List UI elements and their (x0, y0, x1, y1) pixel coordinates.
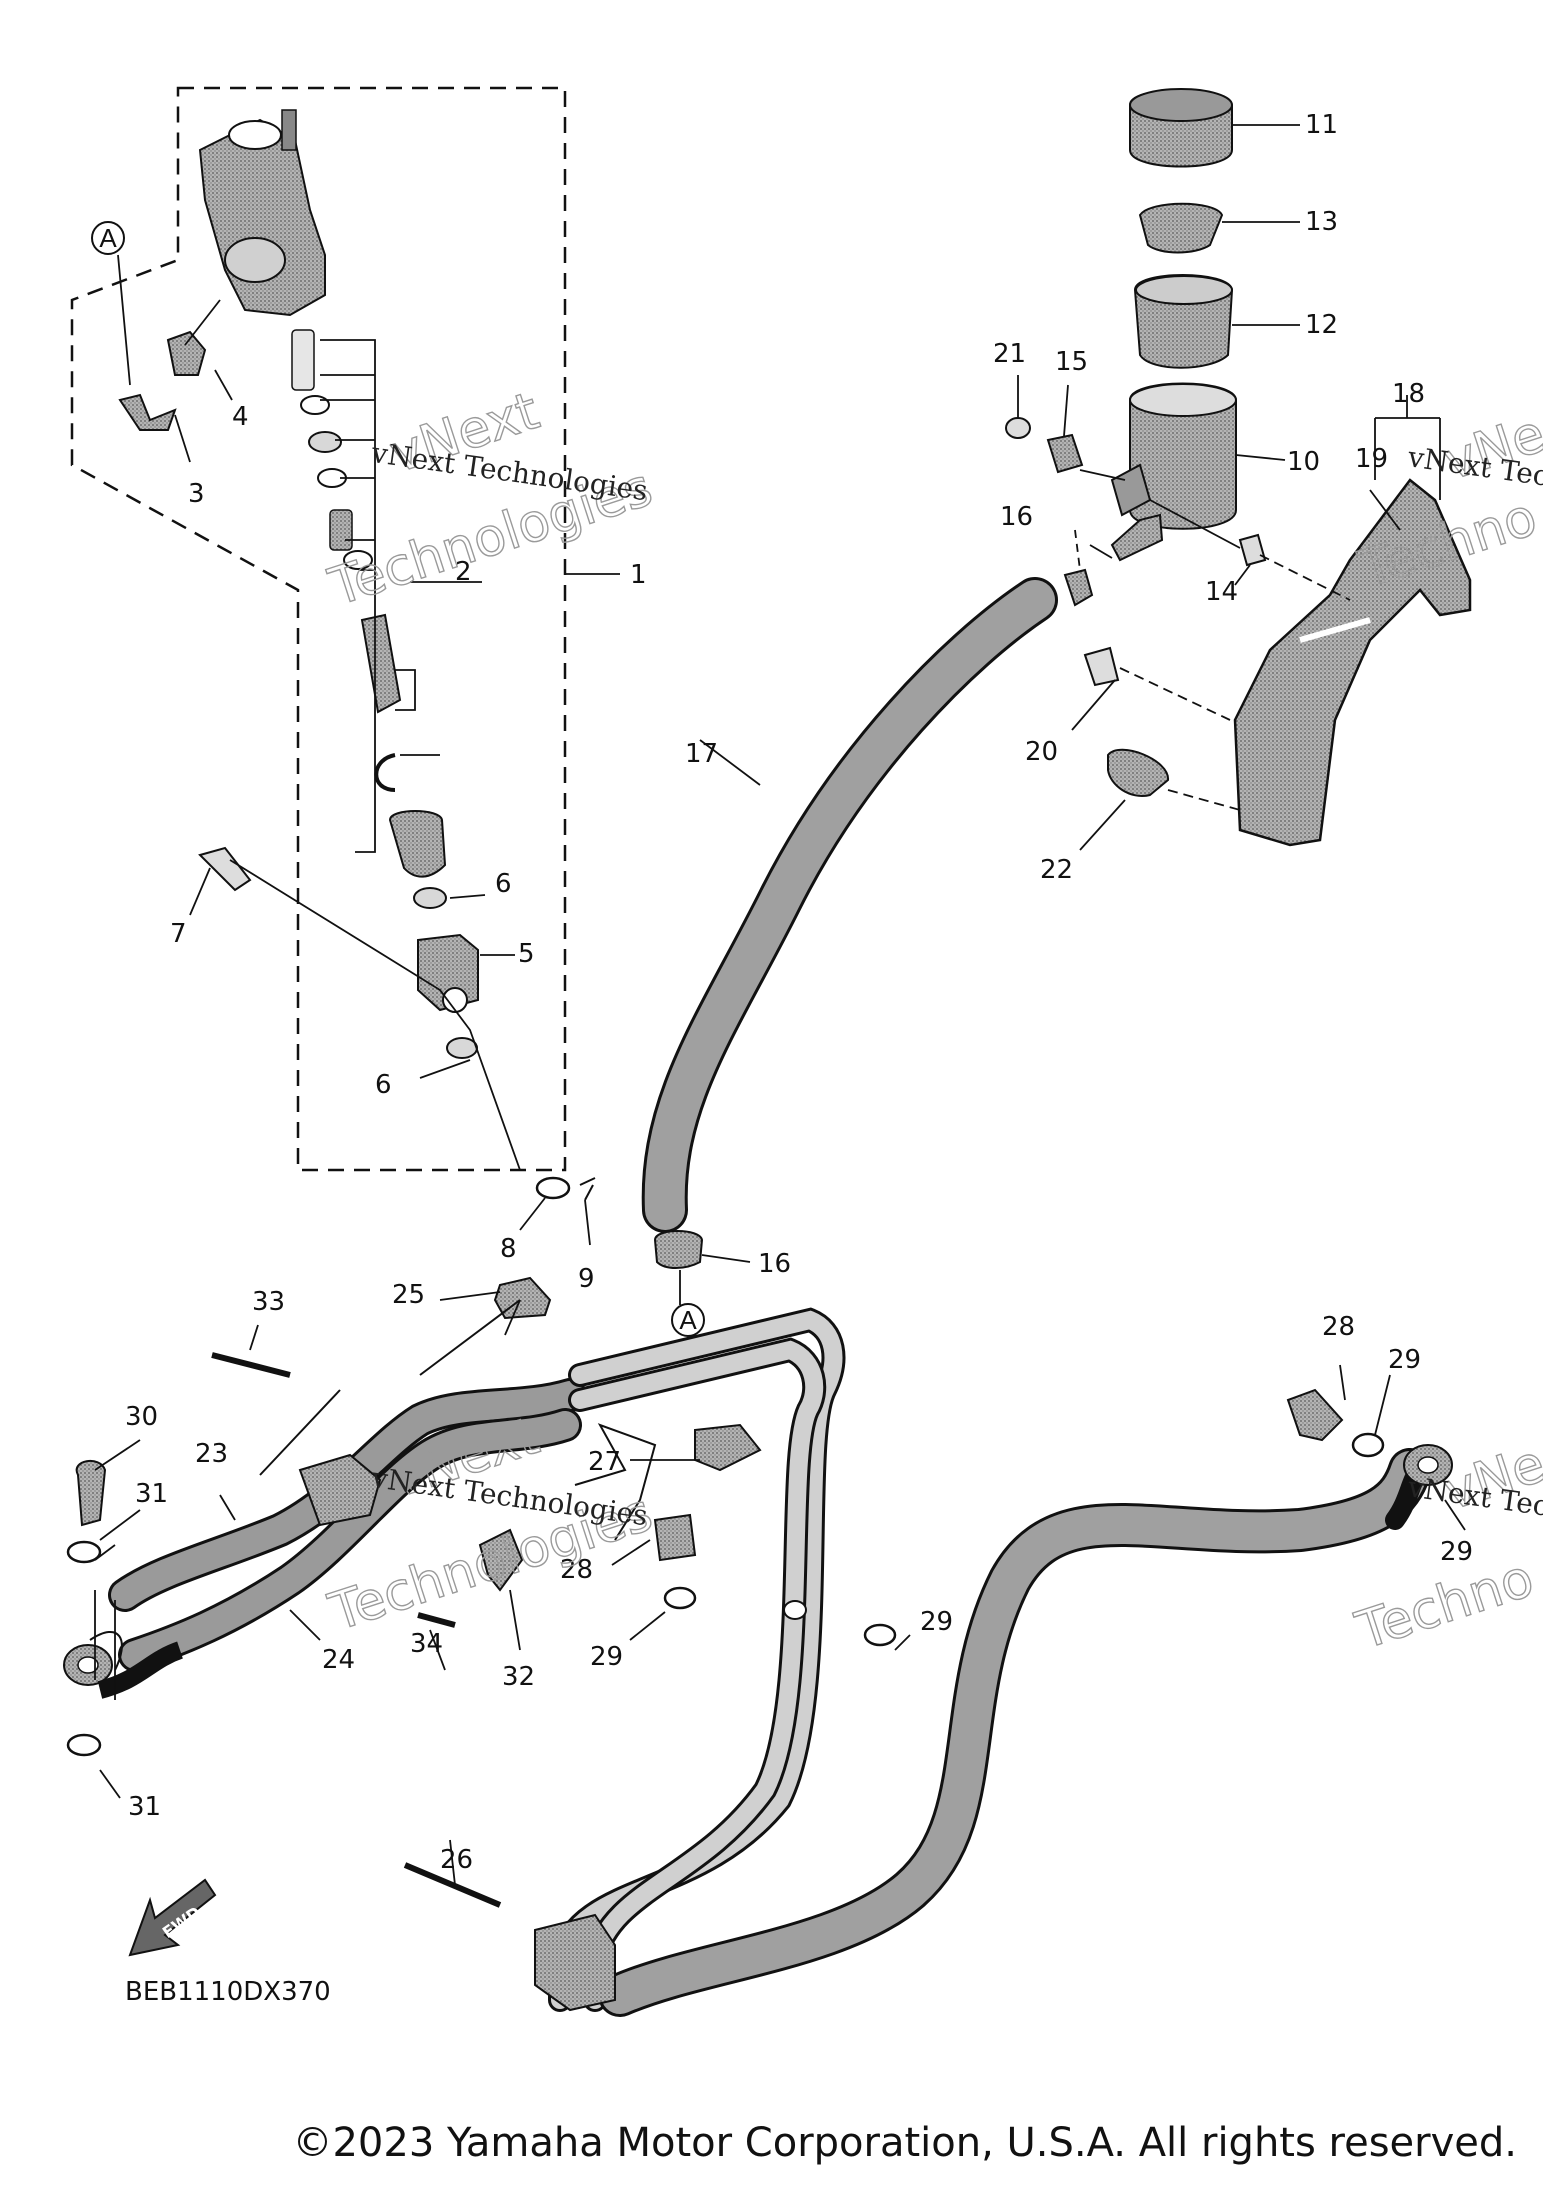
joint-block (417, 933, 479, 1059)
part-label: 29 (920, 1607, 953, 1637)
part-label: 2 (455, 557, 472, 587)
part-label: 17 (685, 739, 718, 769)
part-label: 21 (993, 339, 1026, 369)
part-label: 4 (232, 402, 249, 432)
brake-line-upper (108, 1307, 846, 2012)
diaphragm-13 (1138, 202, 1224, 254)
part-label: 29 (590, 1642, 623, 1672)
part-label: 13 (1305, 207, 1338, 237)
reservoir-hose-17 (641, 577, 1058, 1233)
banjo-fittings (63, 1444, 1453, 1699)
part-label: 11 (1305, 110, 1338, 140)
copyright-footer: ©2023 Yamaha Motor Corporation, U.S.A. A… (0, 2120, 1543, 2180)
view-reference-a-upper: A (91, 221, 125, 255)
part-label: 16 (758, 1249, 791, 1279)
forward-arrow-icon: FWD (128, 1878, 217, 1957)
part-label: 19 (1355, 444, 1388, 474)
view-reference-a-lower: A (671, 1303, 705, 1337)
svg-text:A: A (99, 223, 117, 253)
part-label: 16 (1000, 502, 1033, 532)
part-label: 12 (1305, 310, 1338, 340)
part-label: 10 (1287, 447, 1320, 477)
hose-clamp-16-lower (653, 1230, 751, 1305)
part-label: 23 (195, 1439, 228, 1469)
part-label: 34 (410, 1629, 443, 1659)
reservoir-bracket (1233, 478, 1472, 847)
master-cylinder-body (198, 109, 326, 317)
part-label: 7 (170, 919, 187, 949)
copyright-text: ©2023 Yamaha Motor Corporation, U.S.A. A… (292, 2120, 1517, 2166)
part-label: 28 (560, 1555, 593, 1585)
part-label: 27 (588, 1447, 621, 1477)
part-label: 31 (135, 1479, 168, 1509)
brake-line-leaders (94, 1291, 1466, 1886)
pushrod-part-3 (118, 393, 177, 431)
bolts-and-washers (66, 1352, 1385, 1908)
part-label: 3 (188, 479, 205, 509)
plate-12 (1133, 274, 1234, 369)
part-label: 14 (1205, 577, 1238, 607)
part-label: 29 (1388, 1345, 1421, 1375)
part-label: 15 (1055, 347, 1088, 377)
part-label: 22 (1040, 855, 1073, 885)
part-label: 30 (125, 1402, 158, 1432)
leader-lines (117, 254, 620, 1246)
part-label: 25 (392, 1280, 425, 1310)
part-number-labels: 1 2 3 4 5 6 6 7 8 9 10 11 12 13 14 15 16… (125, 110, 1473, 1875)
part-label: 28 (1322, 1312, 1355, 1342)
part-label: 31 (128, 1792, 161, 1822)
part-label: 33 (252, 1287, 285, 1317)
part-label: 20 (1025, 737, 1058, 767)
bushing-part-4 (166, 330, 207, 376)
bolt-part-7 (198, 846, 252, 892)
part-label: 5 (518, 939, 535, 969)
part-label: 24 (322, 1645, 355, 1675)
part-label: 32 (502, 1662, 535, 1692)
part-label: 1 (630, 560, 647, 590)
part-label: 29 (1440, 1537, 1473, 1567)
small-parts-reservoir (1005, 417, 1267, 797)
reservoir-cap-11 (1129, 88, 1233, 168)
reservoir-10 (1110, 382, 1237, 562)
assembly-dashed-outline (70, 86, 567, 1172)
reservoir-hose-17-fill (644, 580, 1055, 1230)
drawing-code: BEB1110DX370 (125, 1977, 331, 2007)
gasket-part-8-and-clip-9 (535, 1176, 596, 1201)
part-label: 6 (495, 869, 512, 899)
reservoir-leader-lines (1017, 124, 1441, 851)
part-label: 8 (500, 1234, 517, 1264)
piston-kit-parts (291, 329, 447, 909)
clamps-and-grommets (259, 1276, 762, 2012)
svg-text:A: A (679, 1305, 697, 1335)
part-label: 26 (440, 1845, 473, 1875)
part-label: 9 (578, 1264, 595, 1294)
part-label: 18 (1392, 379, 1425, 409)
part-label: 6 (375, 1070, 392, 1100)
brake-hose-rear (598, 1448, 1432, 2017)
